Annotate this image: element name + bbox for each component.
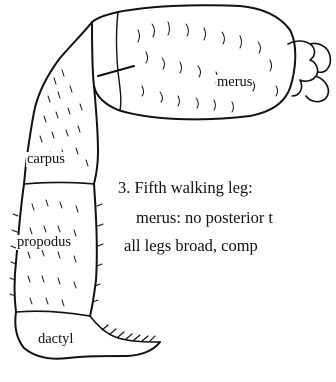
basal-segment-outline [288,41,318,96]
merus-texture [138,22,278,112]
caption-line-3: all legs broad, comp [124,238,258,255]
label-merus: merus [216,75,253,90]
label-carpus: carpus [26,152,66,167]
merus-outline [92,5,295,119]
propodus-outline [15,184,97,316]
dactyl-inner [90,316,160,342]
label-dactyl: dactyl [37,332,74,347]
caption-line-2: merus: no posterior t [136,210,273,227]
carpus-base [24,183,94,185]
propodus-texture [28,200,78,306]
caption-line-1: 3. Fifth walking leg: [118,180,253,197]
joint-line [98,66,134,76]
propodus-base [16,311,90,316]
merus-inner-line [117,12,121,110]
dactyl-spines [102,325,155,341]
label-propodus: propodus [16,235,72,250]
basal-segment-outline-2 [306,44,330,102]
